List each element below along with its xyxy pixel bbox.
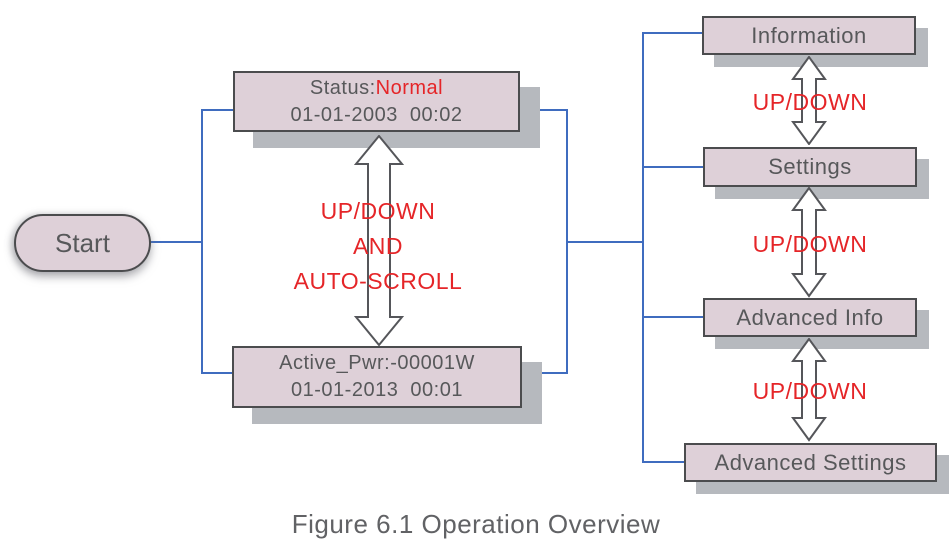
- start-node: Start: [14, 214, 151, 272]
- status-label: Status:: [309, 76, 376, 99]
- connector-line: [642, 461, 684, 463]
- status-datetime: 01-01-2003 00:02: [290, 103, 463, 126]
- status-screen-box: Status:Normal 01-01-2003 00:02: [233, 71, 520, 132]
- updown-label: UP/DOWN: [752, 89, 868, 115]
- connector-line: [201, 109, 233, 111]
- start-label: Start: [55, 227, 110, 258]
- status-line: Status:Normal: [310, 75, 443, 102]
- active-power-value: Active_Pwr:-00001W: [279, 352, 475, 374]
- connector-line: [522, 109, 568, 111]
- connector-line: [642, 32, 702, 34]
- menu-label: Advanced Info: [736, 304, 884, 330]
- scroll-mode-line: UP/DOWN: [320, 198, 436, 224]
- double-arrow-icon: [353, 135, 405, 346]
- connector-line: [522, 372, 568, 374]
- menu-label: Information: [751, 22, 867, 48]
- menu-box-advanced-info: Advanced Info: [703, 298, 917, 337]
- double-arrow-icon: [791, 56, 827, 145]
- scroll-mode-line: AND: [352, 233, 404, 259]
- menu-box-settings: Settings: [703, 147, 917, 187]
- menu-label: Advanced Settings: [714, 449, 907, 475]
- connector-line: [201, 372, 232, 374]
- menu-box-advanced-settings: Advanced Settings: [684, 443, 937, 482]
- figure-caption: Figure 6.1 Operation Overview: [291, 509, 661, 539]
- scroll-mode-line: AUTO-SCROLL: [293, 268, 463, 294]
- updown-label: UP/DOWN: [752, 378, 868, 404]
- scroll-mode-label: UP/DOWN AND AUTO-SCROLL: [278, 194, 478, 299]
- connector-line: [642, 166, 703, 168]
- menu-label: Settings: [768, 154, 852, 179]
- connector-line: [150, 241, 203, 243]
- double-arrow-icon: [791, 187, 827, 298]
- updown-label: UP/DOWN: [752, 231, 868, 257]
- connector-line: [642, 316, 703, 318]
- status-value: Normal: [375, 76, 444, 99]
- active-power-datetime: 01-01-2013 00:01: [291, 379, 463, 401]
- connector-line: [642, 32, 644, 463]
- double-arrow-icon: [791, 338, 827, 442]
- connector-line: [566, 241, 644, 243]
- active-power-screen-box: Active_Pwr:-00001W 01-01-2013 00:01: [232, 346, 522, 408]
- menu-box-information: Information: [702, 16, 916, 55]
